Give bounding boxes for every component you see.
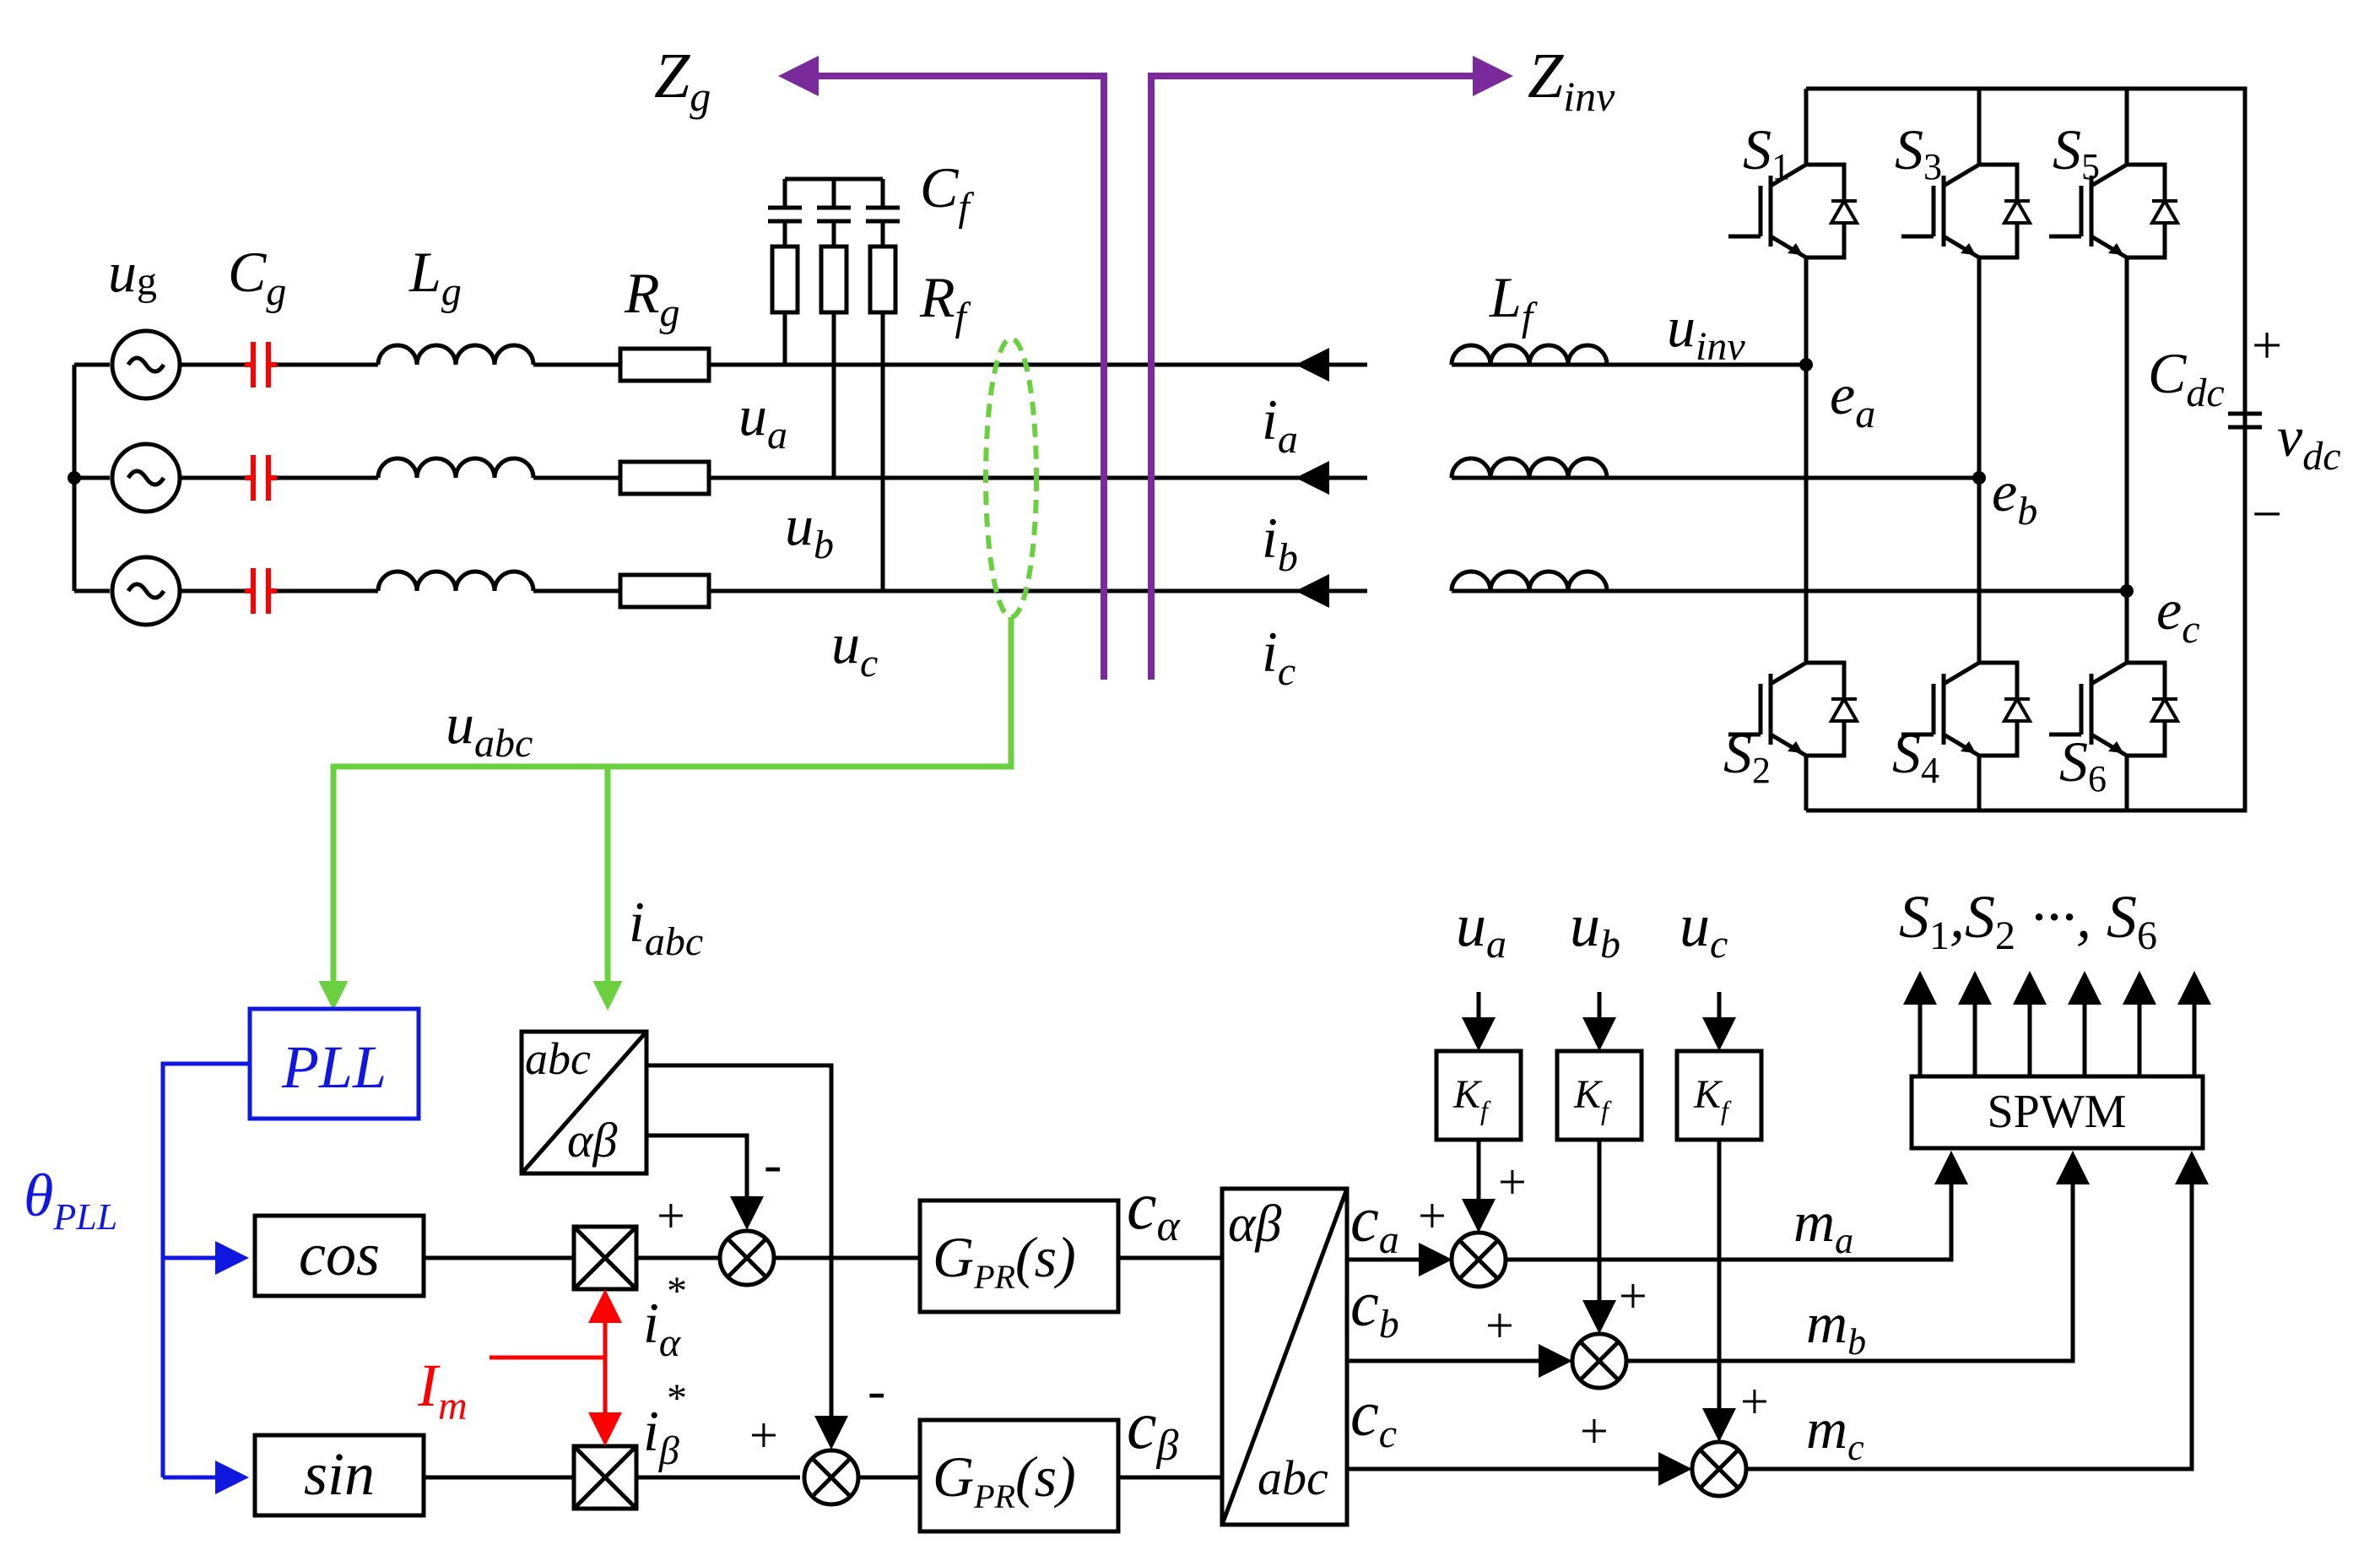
ffb-label: ub [1570,892,1620,967]
kf-block-c [1674,1049,1764,1142]
inverter-bridge [1728,86,2262,813]
multiplier-alpha [571,1224,639,1292]
ua-label: ua [738,383,787,458]
ffc-label: uc [1680,892,1728,967]
sum-b-plus1: + [1485,1298,1514,1353]
ialpha-label: iα [643,1291,681,1365]
ibeta-label: iβ [643,1399,679,1473]
grid-inductors [376,343,536,592]
theta-label: θPLL [24,1162,117,1238]
igbt-s6-icon [2049,646,2181,772]
filter-inductors [1449,343,1609,592]
sum-alpha-plus: + [657,1188,685,1244]
gpr-beta-label: GPR(s) [933,1444,1076,1515]
labels: Zg Zinv ug Cg Lg Rg Cf Rf Lf ua ub uc ui… [24,41,2341,1515]
ec-label: ec [2156,577,2200,652]
impedance-partition [778,56,1513,680]
grid-voltage-sources [110,328,182,627]
sin-block [252,1433,426,1518]
ia-label: ia [1262,388,1298,462]
cf-label: Cf [920,155,974,230]
pll-block [247,1006,421,1121]
multiplier-beta [571,1444,639,1511]
igbt-s3-icon [1901,148,2033,274]
grid-capacitors [245,342,277,614]
s3-label: S3 [1895,117,1942,187]
lf-label: Lf [1489,265,1538,339]
spwm-label: SPWM [1988,1086,2127,1138]
uc-label: uc [831,611,878,686]
zg-label: Zg [654,41,711,120]
cdc-label: Cdc [2148,341,2225,415]
sum-c-plus2: + [1740,1374,1769,1429]
spwm-block [1909,1074,2205,1151]
control-block-diagram: PLL cos sin [160,971,2211,1534]
kf-block-b [1555,1049,1644,1142]
vdc-plus: + [2252,315,2282,375]
igbt-s2-icon [1728,646,1860,772]
rf-label: Rf [919,265,971,339]
sin-label: sin [304,1440,375,1508]
igbt-s5-icon [2049,148,2181,274]
s2-label: S2 [1723,721,1771,791]
vdc-minus: − [2252,484,2282,544]
uabc-label: uabc [446,691,533,766]
ib-label: ib [1262,506,1298,580]
mb-label: mb [1806,1291,1866,1363]
s5-label: S5 [2053,117,2100,187]
calpha-label: cα [1127,1169,1182,1250]
gpr-alpha-label: GPR(s) [933,1225,1076,1296]
conv1-top: abc [525,1033,591,1084]
filter-capacitor-bank [768,176,900,591]
conv1-bot: αβ [567,1113,617,1168]
s1-label: S1 [1743,117,1790,187]
rg-label: Rg [624,261,680,335]
grid-resistors [618,346,711,610]
cb-label: cb [1350,1269,1399,1347]
uinv-label: uinv [1667,295,1745,369]
sum-b-plus2: + [1619,1268,1647,1324]
im-label: Im [417,1352,468,1428]
zinv-label: Zinv [1528,41,1615,120]
vdc-label: vdc [2277,404,2341,479]
s6-label: S6 [2059,729,2107,799]
sum-a-plus1: + [1418,1188,1447,1244]
sum-a-plus2: + [1498,1154,1527,1210]
igbt-switches [1728,148,2181,772]
igbt-s1-icon [1728,148,1860,274]
conv2-bot: abc [1258,1450,1328,1505]
s4-label: S4 [1892,721,1939,791]
ca-label: ca [1350,1184,1399,1262]
igbt-s4-icon [1901,646,2033,772]
sum-alpha-minus: - [764,1134,782,1194]
sum-beta-plus: + [749,1407,778,1463]
lg-label: Lg [408,240,462,314]
ibeta-star: * [667,1376,687,1421]
cos-block [252,1213,426,1298]
cos-label: cos [299,1221,380,1288]
power-circuit [68,86,2262,813]
ug-label: ug [108,240,157,304]
ma-label: ma [1793,1190,1853,1261]
cc-label: cc [1350,1379,1397,1456]
measurement-path [318,336,1039,1011]
mc-label: mc [1806,1396,1864,1468]
kf-a-label: Kf [1452,1072,1491,1125]
sum-beta-minus: - [868,1360,885,1420]
pll-label: PLL [281,1033,387,1101]
ic-label: ic [1262,620,1295,694]
gate-signals-label: S1,S2 ···, S6 [1899,883,2157,958]
ialpha-star: * [667,1269,687,1314]
ub-label: ub [785,493,834,567]
gpr-beta-block [917,1417,1121,1534]
conv2-top: αβ [1228,1195,1282,1253]
cg-label: Cg [228,240,286,314]
ffa-label: ua [1456,892,1506,967]
ea-label: ea [1830,362,1875,436]
eb-label: eb [1992,459,2037,534]
cbeta-label: cβ [1127,1389,1179,1470]
iabc-label: iabc [629,890,703,964]
sum-c-plus1: + [1580,1403,1609,1459]
